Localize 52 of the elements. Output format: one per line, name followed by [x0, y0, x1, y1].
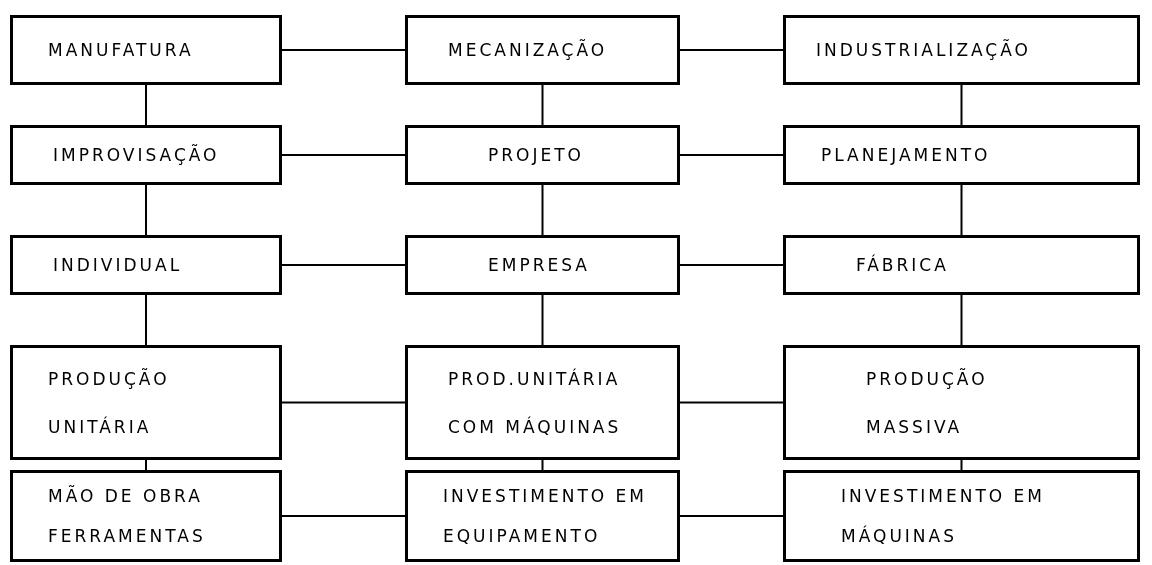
- connector-line: [281, 515, 406, 517]
- connector-line: [541, 459, 544, 471]
- connector-line: [281, 154, 406, 156]
- connector-line: [281, 264, 406, 266]
- connector-line: [679, 49, 784, 51]
- connector-line: [145, 184, 147, 236]
- box-label: EMPRESA: [488, 255, 591, 275]
- connector-line: [960, 184, 963, 236]
- box-label: MÃO DE OBRA FERRAMENTAS: [48, 484, 207, 548]
- box-label: FÁBRICA: [856, 255, 950, 275]
- connector-line: [145, 294, 147, 346]
- connector-line: [281, 401, 406, 404]
- concept-box: [783, 470, 1140, 562]
- concept-box: [10, 125, 282, 185]
- box-label: PLANEJAMENTO: [821, 145, 992, 165]
- box-label: IMPROVISAÇÃO: [53, 145, 221, 165]
- connector-line: [679, 515, 784, 517]
- concept-box: [10, 470, 282, 562]
- concept-box: [405, 15, 680, 85]
- connector-line: [960, 84, 963, 126]
- box-label: PROD.UNITÁRIA COM MÁQUINAS: [448, 367, 623, 439]
- concept-box: [10, 345, 282, 460]
- connector-line: [281, 49, 406, 51]
- connector-line: [145, 459, 147, 471]
- connector-line: [541, 84, 544, 126]
- box-label: INVESTIMENTO EM EQUIPAMENTO: [443, 485, 648, 548]
- connector-line: [679, 154, 784, 156]
- connector-line: [541, 294, 544, 346]
- connector-line: [541, 184, 544, 236]
- concept-box: [405, 125, 680, 185]
- connector-line: [679, 401, 784, 404]
- connector-line: [960, 294, 963, 346]
- concept-box: [405, 345, 680, 460]
- concept-box: [783, 15, 1140, 85]
- connector-line: [960, 459, 963, 471]
- box-label: MECANIZAÇÃO: [448, 40, 609, 60]
- box-label: PRODUÇÃO UNITÁRIA: [48, 367, 171, 439]
- concept-box: [405, 235, 680, 295]
- concept-box: [405, 470, 680, 562]
- concept-box: [783, 125, 1140, 185]
- box-label: INDUSTRIALIZAÇÃO: [816, 40, 1032, 60]
- concept-box: [783, 345, 1140, 460]
- box-label: INDIVIDUAL: [53, 255, 184, 275]
- concept-box: [783, 235, 1140, 295]
- concept-box: [10, 235, 282, 295]
- box-label: INVESTIMENTO EM MÁQUINAS: [841, 485, 1046, 548]
- box-label: PROJETO: [488, 145, 585, 165]
- concept-box: [10, 15, 282, 85]
- box-label: PRODUÇÃO MASSIVA: [866, 367, 989, 439]
- box-label: MANUFATURA: [48, 40, 195, 60]
- connector-line: [679, 264, 784, 266]
- connector-line: [145, 84, 147, 126]
